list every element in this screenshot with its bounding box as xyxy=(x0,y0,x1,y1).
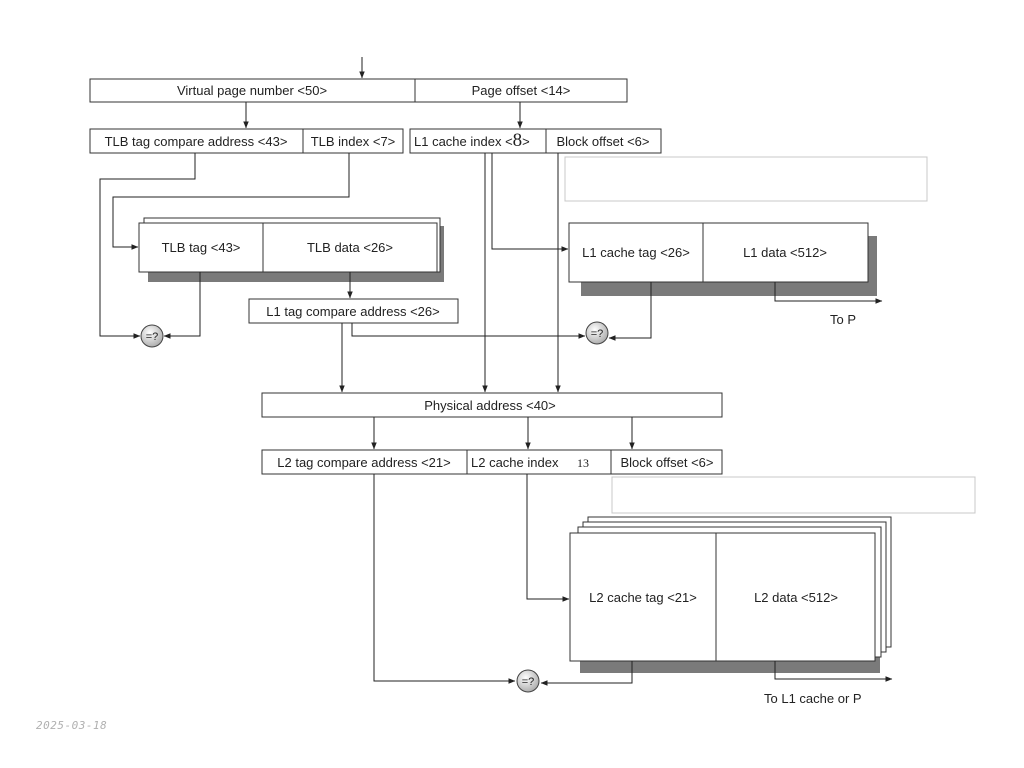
l2-index-overlay-patch xyxy=(569,451,613,473)
tlb-data-cell xyxy=(262,222,438,273)
l1-output-label: To P xyxy=(830,312,856,327)
l1-cache-index-label: L1 cache index <8> xyxy=(414,130,530,151)
l2-block-offset-field xyxy=(610,449,723,475)
l1-cache-tag-label: L1 cache tag <26> xyxy=(582,245,690,260)
page-offset-field xyxy=(414,78,628,103)
tlb-index-label: TLB index <7> xyxy=(311,134,396,149)
l2-index-overlay-value: 13 xyxy=(577,456,589,470)
tlb-tag-cell xyxy=(138,222,264,273)
l1-cache-data-label: L1 data <512> xyxy=(743,245,827,260)
l1-tag-compare-to-comparator xyxy=(351,323,586,339)
tlb-comparator-label: =? xyxy=(146,331,159,343)
l2-block-offset-label: Block offset <6> xyxy=(621,455,714,470)
virtual-page-number-label: Virtual page number <50> xyxy=(177,83,327,98)
l2-fields-row: L2 tag compare address <21> L2 cache ind… xyxy=(261,449,723,475)
l1-comparator-label: =? xyxy=(591,328,604,340)
tlb-index-to-tlb-arrow xyxy=(112,153,350,250)
virtual-address-row: Virtual page number <50> Page offset <14… xyxy=(89,78,628,103)
tlb-comparator: =? xyxy=(140,324,164,348)
l2-tag-compare-label: L2 tag compare address <21> xyxy=(277,455,450,470)
l1-cache-index-overlay: 8 xyxy=(513,130,523,151)
l2-cache-tag-cell xyxy=(569,532,717,662)
tlb-block: TLB tag <43> TLB data <26> xyxy=(138,217,444,282)
l2-cache-tag-label: L2 cache tag <21> xyxy=(589,590,697,605)
l1-tag-compare-label: L1 tag compare address <26> xyxy=(266,304,439,319)
l2-cache-block: L2 cache tag <21> L2 data <512> xyxy=(569,516,892,673)
l1-cache-index-suffix: > xyxy=(522,134,530,149)
l2-cache-index-label: L2 cache index xyxy=(471,455,559,470)
l2-cache-data-cell xyxy=(715,532,876,662)
tlb-tag-to-comparator xyxy=(163,272,201,339)
l1-block-offset-field xyxy=(545,128,662,154)
tlb-fields-row: TLB tag compare address <43> TLB index <… xyxy=(89,128,404,154)
l2-cache-data-label: L2 data <512> xyxy=(754,590,838,605)
overlay-box-upper xyxy=(564,156,928,202)
l2-data-output-arrow xyxy=(774,661,893,682)
l1-cache-index-prefix: L1 cache index < xyxy=(414,134,513,149)
l2-cache-tag-to-comparator xyxy=(540,661,633,686)
l1-comparator: =? xyxy=(585,321,609,345)
tlb-data-label: TLB data <26> xyxy=(307,240,393,255)
tlb-tag-label: TLB tag <43> xyxy=(162,240,241,255)
overlay-box-lower xyxy=(611,476,976,514)
tlb-tag-compare-label: TLB tag compare address <43> xyxy=(105,134,288,149)
tlb-tag-compare-to-comparator xyxy=(99,153,196,339)
l2-comparator-label: =? xyxy=(522,676,535,688)
l1-cache-tag-to-comparator xyxy=(608,282,652,341)
physical-address-label: Physical address <40> xyxy=(424,398,556,413)
l1-cache-block: L1 cache tag <26> L1 data <512> xyxy=(568,222,877,296)
l1-fields-row: L1 cache index <8> Block offset <6> xyxy=(409,128,662,154)
l1-block-offset-label: Block offset <6> xyxy=(557,134,650,149)
l2-output-label: To L1 cache or P xyxy=(764,691,862,706)
l2-comparator: =? xyxy=(516,669,540,693)
physical-address-field xyxy=(261,392,723,418)
l2-tag-compare-to-comparator xyxy=(373,474,516,684)
l1-data-output-arrow xyxy=(774,282,883,304)
page-offset-label: Page offset <14> xyxy=(472,83,571,98)
l1-index-to-l1-cache-arrow xyxy=(491,153,569,252)
tlb-index-field xyxy=(302,128,404,154)
l2-index-to-l2-cache-arrow xyxy=(526,474,570,602)
l1-tag-compare-field xyxy=(248,298,459,324)
l1-cache-data-cell xyxy=(702,222,869,283)
l1-cache-index-field xyxy=(409,128,547,154)
date-stamp: 2025-03-18 xyxy=(36,719,108,732)
